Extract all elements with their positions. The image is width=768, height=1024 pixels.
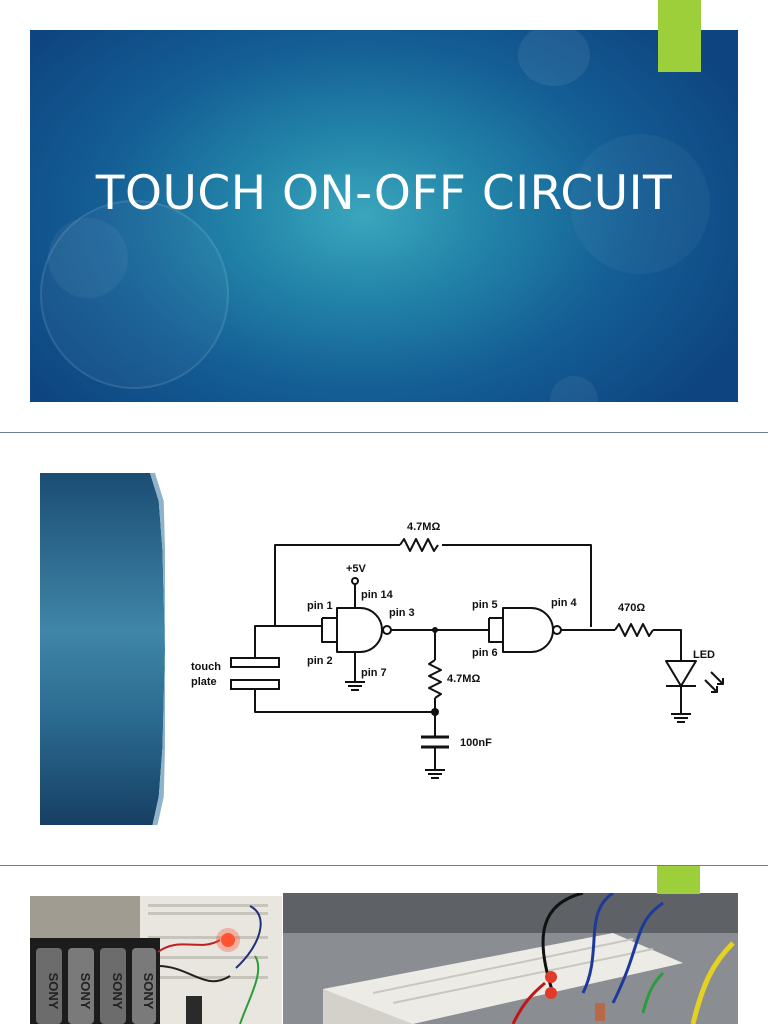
pin5-label: pin 5: [472, 599, 498, 611]
accent-tab: [657, 866, 700, 894]
battery-label: SONY: [110, 973, 125, 1010]
breadboard-photo-left-image: SONY SONY SONY SONY: [30, 896, 282, 1024]
title-background-panel: TOUCH ON-OFF CIRCUIT: [30, 30, 738, 402]
schematic-slide: 4.7MΩ +5V pin 14 pin 1 pin 2 pin 3 pin 7…: [0, 433, 768, 865]
title-slide: TOUCH ON-OFF CIRCUIT: [0, 0, 768, 432]
battery-label: SONY: [46, 973, 61, 1010]
gate2-inputs: [488, 617, 503, 643]
bokeh-circle: [518, 30, 590, 86]
led-resistor-label: 470Ω: [618, 602, 645, 614]
nand-gate-2: [502, 607, 554, 653]
touch-plate-label: plate: [191, 676, 217, 688]
nand-gate-1: [336, 607, 383, 653]
touch-plate-bottom: [230, 679, 280, 690]
nand-gate-2-bubble: [552, 625, 562, 635]
bokeh-circle: [570, 134, 710, 274]
breadboard-photo-right-image: [283, 893, 738, 1024]
mid-resistor-symbol: [428, 659, 442, 699]
led-label: LED: [693, 649, 715, 661]
accent-tab: [658, 0, 701, 72]
capacitor-label: 100nF: [460, 737, 492, 749]
battery-label: SONY: [78, 973, 93, 1010]
slide-title: TOUCH ON-OFF CIRCUIT: [95, 166, 673, 221]
led-symbol: [665, 660, 697, 687]
feedback-resistor-symbol: [399, 538, 439, 552]
battery-label: SONY: [141, 973, 156, 1010]
feedback-wire: [274, 544, 400, 626]
pin3-label: pin 3: [389, 607, 415, 619]
pin2-label: pin 2: [307, 655, 333, 667]
led-resistor-symbol: [614, 623, 654, 637]
gate1-inputs: [321, 617, 337, 643]
bokeh-circle: [40, 200, 229, 389]
slide-divider: [0, 865, 768, 866]
breadboard-photo-right: [283, 893, 738, 1024]
side-accent-bar: [40, 473, 165, 825]
input-wire: [254, 625, 322, 658]
bokeh-circle: [550, 376, 598, 402]
circuit-schematic: 4.7MΩ +5V pin 14 pin 1 pin 2 pin 3 pin 7…: [191, 521, 724, 779]
pin1-label: pin 1: [307, 600, 333, 612]
pin6-label: pin 6: [472, 647, 498, 659]
supply-label: +5V: [346, 563, 367, 575]
led-wire: [653, 629, 682, 661]
feedback-wire: [442, 544, 592, 627]
ground-symbol: [425, 769, 445, 779]
touch-plate-label: touch: [191, 661, 221, 673]
pin7-label: pin 7: [361, 667, 387, 679]
pin14-label: pin 14: [361, 589, 394, 601]
led-emission-arrow: [704, 679, 718, 693]
ground-symbol: [345, 681, 365, 691]
ground-symbol: [671, 713, 691, 723]
photo-slide: SONY SONY SONY SONY: [0, 866, 768, 1024]
pin4-label: pin 4: [551, 597, 578, 609]
capacitor-symbol: [421, 735, 449, 749]
feedback-resistor-label: 4.7MΩ: [407, 521, 440, 533]
supply-terminal: [351, 577, 359, 585]
led-emission-arrow: [710, 671, 724, 685]
bokeh-circle: [48, 218, 128, 298]
breadboard-photo-left: SONY SONY SONY SONY: [30, 896, 282, 1024]
bottom-wire: [254, 683, 435, 713]
nand-gate-1-bubble: [382, 625, 392, 635]
mid-resistor-label: 4.7MΩ: [447, 673, 480, 685]
slide-divider: [0, 432, 768, 433]
touch-plate-top: [230, 657, 280, 668]
